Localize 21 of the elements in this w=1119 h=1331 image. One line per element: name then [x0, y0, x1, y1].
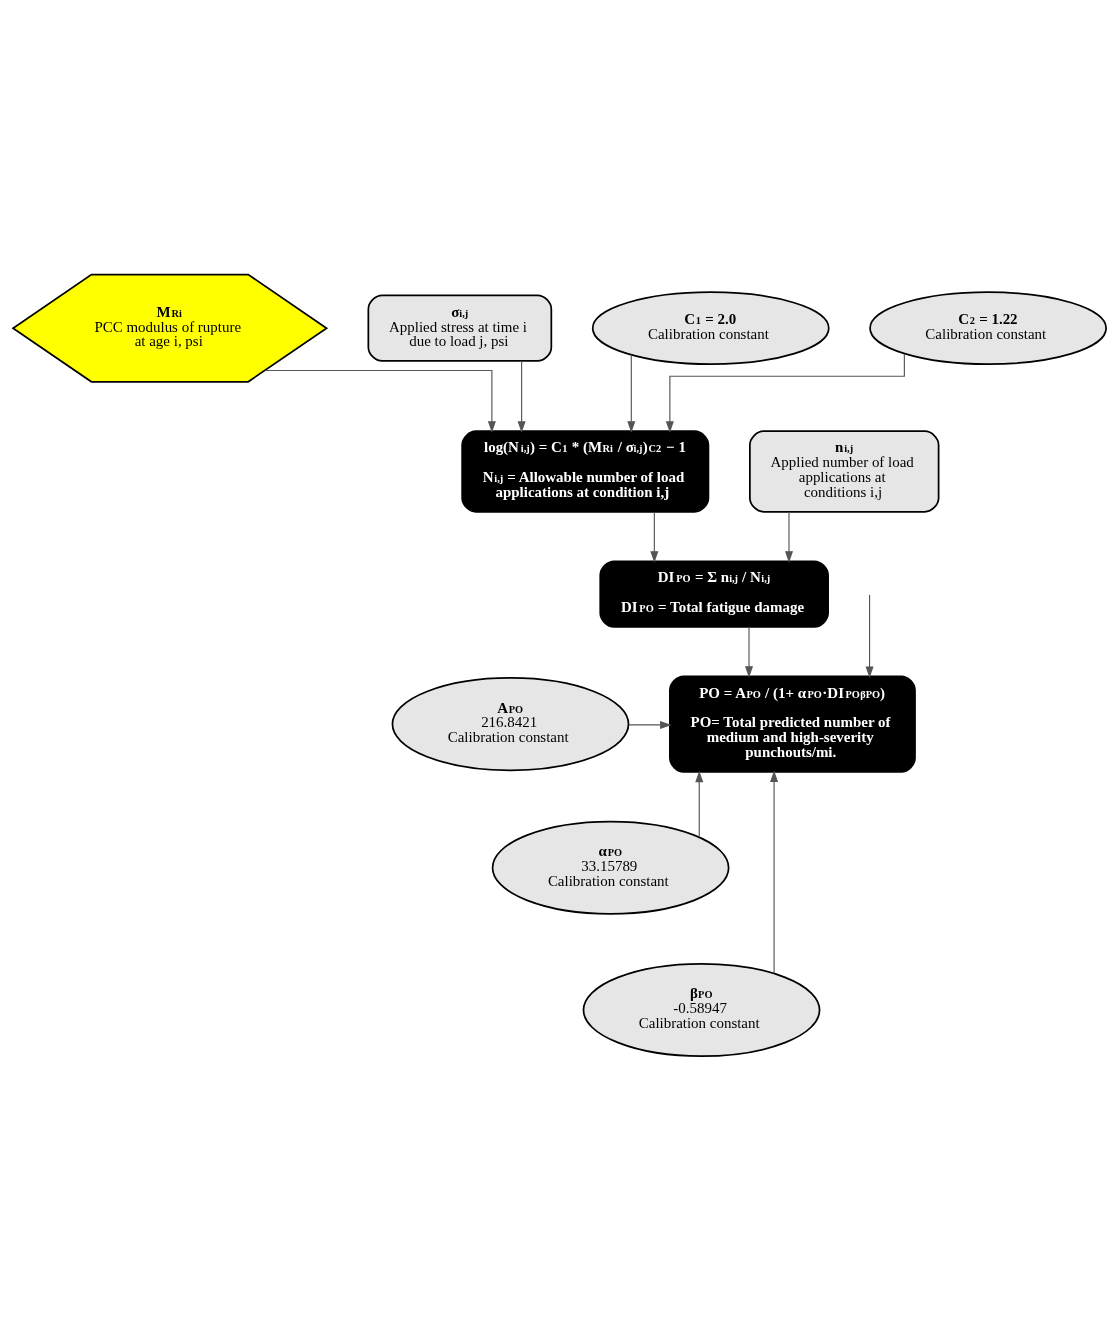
- node-box: log(Ni,j) = C1 * (MRi / σi,j)C2 − 1 Ni,j = Allowable number of load applications at condition i,j: [461, 430, 710, 513]
- arrow: [627, 354, 636, 433]
- arrow: [865, 594, 874, 678]
- arrow: [650, 511, 659, 563]
- node-ellipse: APO 216.8421 Calibration constant: [391, 677, 630, 772]
- arrow: [665, 353, 905, 433]
- arrow: [517, 360, 526, 433]
- arrow: [784, 511, 794, 563]
- node-ellipse: C1 = 2.0 Calibration constant: [591, 291, 830, 365]
- arrow: [745, 626, 754, 678]
- node-box: PO = APO / (1+ αPO·DIPOβPO) PO= Total predicted number of medium and high-severity punchouts/mi.: [669, 675, 916, 773]
- node-ellipse: C2 = 1.22 Calibration constant: [869, 291, 1107, 365]
- node-ellipse: αPO 33.15789 Calibration constant: [491, 820, 730, 915]
- node-box: ni,j Applied number of load applications at conditions i,j: [749, 430, 940, 513]
- node-ellipse: βPO -0.58947 Calibration constant: [582, 962, 821, 1058]
- node-box: σi,j Applied stress at time i due to load j, psi: [367, 294, 553, 362]
- arrow: [770, 770, 779, 974]
- arrow: [264, 369, 496, 433]
- arrow: [628, 720, 672, 729]
- arrow: [695, 770, 704, 838]
- node-box: DIPO = Σ ni,j / Ni,j DIPO = Total fatigue damage: [599, 560, 829, 628]
